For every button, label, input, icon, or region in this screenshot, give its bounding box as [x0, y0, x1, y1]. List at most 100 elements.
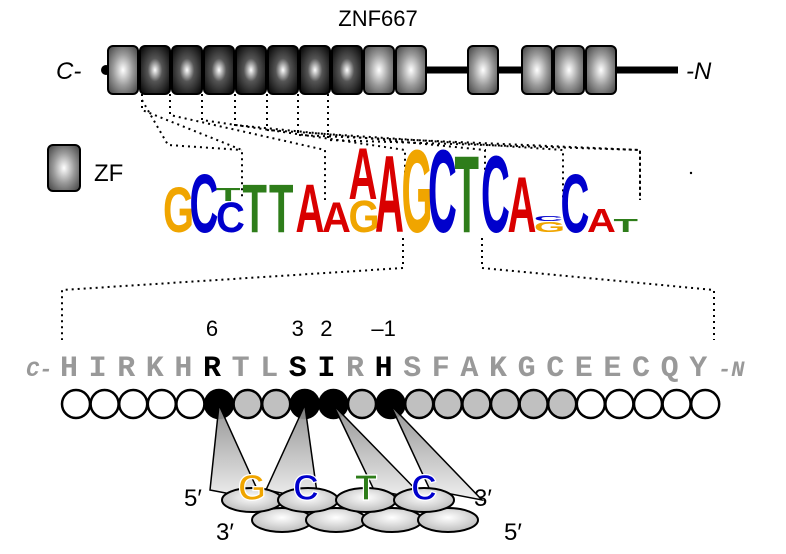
zf-domain-box [203, 45, 235, 95]
residue-letter: E [575, 352, 593, 386]
residue-letter: H [174, 352, 192, 386]
residue-letter: E [603, 352, 621, 386]
dna-base-letter: C [293, 467, 319, 508]
zf-connector-line [169, 94, 326, 200]
dna-base-letter: T [355, 467, 377, 508]
residue-circle [117, 388, 149, 420]
zf-domain-box [363, 45, 395, 95]
residue-letter: K [489, 352, 507, 386]
dna-strand-end-label: 3′ [474, 485, 492, 512]
logo-letter: G [534, 219, 565, 236]
residue-circle [175, 388, 206, 420]
residue-circle [489, 388, 521, 420]
stray-dot [689, 171, 693, 175]
residue-letter: R [346, 352, 364, 386]
logo-letter: T [455, 135, 479, 256]
logo-letter: G [349, 192, 380, 243]
position-label: 2 [320, 316, 332, 341]
zf-domain-box [107, 45, 139, 95]
zf-domain-box [171, 45, 203, 95]
position-label: 3 [292, 316, 304, 341]
contact-cone [389, 404, 485, 502]
position-label: –1 [371, 316, 395, 341]
zf-connector-line [201, 94, 406, 200]
zf-legend: ZF [47, 144, 123, 192]
zf-domain-box [235, 45, 267, 95]
logo-letter: G [163, 176, 194, 247]
residue-letter: S [403, 352, 421, 386]
residue-circle [689, 388, 721, 420]
residue-circle [546, 388, 578, 420]
logo-letter: T [614, 216, 638, 237]
logo-letter: C [534, 214, 563, 222]
zf-domain-box [585, 45, 617, 95]
zf-domain-box [553, 45, 585, 95]
logo-letter: T [243, 170, 267, 247]
residue-letter: A [460, 352, 478, 386]
zf-connector-line [297, 94, 641, 200]
residue-letter: I [317, 352, 335, 386]
residue-letter: Q [661, 352, 679, 386]
residue-letter: L [260, 352, 278, 386]
logo-letter: C [216, 194, 245, 241]
protein-title: ZNF667 [338, 6, 417, 31]
dna-base-letter: G [238, 467, 266, 508]
dna-base [393, 487, 455, 513]
residue-circle [89, 388, 120, 420]
logo-letter: A [322, 194, 351, 241]
dna-strand-end-label: 5′ [504, 519, 522, 546]
residue-letter: H [375, 352, 393, 386]
zf-domain-box [521, 45, 553, 95]
sequence-c-label: C- [26, 358, 52, 383]
dna-base-letter: C [411, 467, 437, 508]
residue-letter: K [146, 352, 164, 386]
residue-circle [575, 388, 607, 420]
logo-letter: C [428, 125, 457, 258]
sequence-n-label: -N [718, 358, 745, 383]
logo-letter: A [349, 135, 378, 216]
zf-domain-box [267, 45, 299, 95]
residue-letter: C [546, 352, 564, 386]
residue-letter: H [60, 352, 78, 386]
residue-circle [318, 388, 349, 420]
residue-circle [432, 388, 464, 420]
zf-domain-box [139, 45, 171, 95]
dna-strand-end-label: 5′ [184, 485, 202, 512]
residue-circle [632, 388, 664, 420]
residue-circle [346, 388, 378, 420]
zf-connector-line [141, 94, 243, 200]
logo-letter: C [481, 135, 510, 256]
logo-letter: T [269, 170, 293, 247]
residue-letter: Y [689, 352, 707, 386]
residue-circle [232, 388, 263, 420]
residue-circle [403, 388, 435, 420]
protein-domain-map: C- -N [56, 45, 712, 95]
residue-circle [518, 388, 549, 420]
zf-motif-connectors [141, 94, 641, 200]
zf-domain-box [467, 45, 499, 95]
residue-letter: I [89, 352, 107, 386]
residue-circle [375, 388, 406, 420]
residue-letter: S [289, 352, 307, 386]
residue-circle [260, 388, 292, 420]
residue-letter: F [432, 352, 450, 386]
position-label: 6 [206, 316, 218, 341]
protein-c-terminus: C- [56, 58, 81, 85]
zf-legend-label: ZF [94, 160, 123, 187]
residue-letter: R [203, 352, 221, 386]
logo-letter: A [375, 135, 404, 256]
zf-domain-box [331, 45, 363, 95]
residue-circle [60, 388, 92, 420]
residue-circle [661, 388, 692, 420]
zf-domain-box [395, 45, 427, 95]
logo-letter: G [402, 125, 433, 258]
residue-circle [461, 388, 492, 420]
residue-letter: R [117, 352, 135, 386]
zf-connector-line [266, 94, 564, 200]
logo-letter: A [587, 202, 616, 239]
